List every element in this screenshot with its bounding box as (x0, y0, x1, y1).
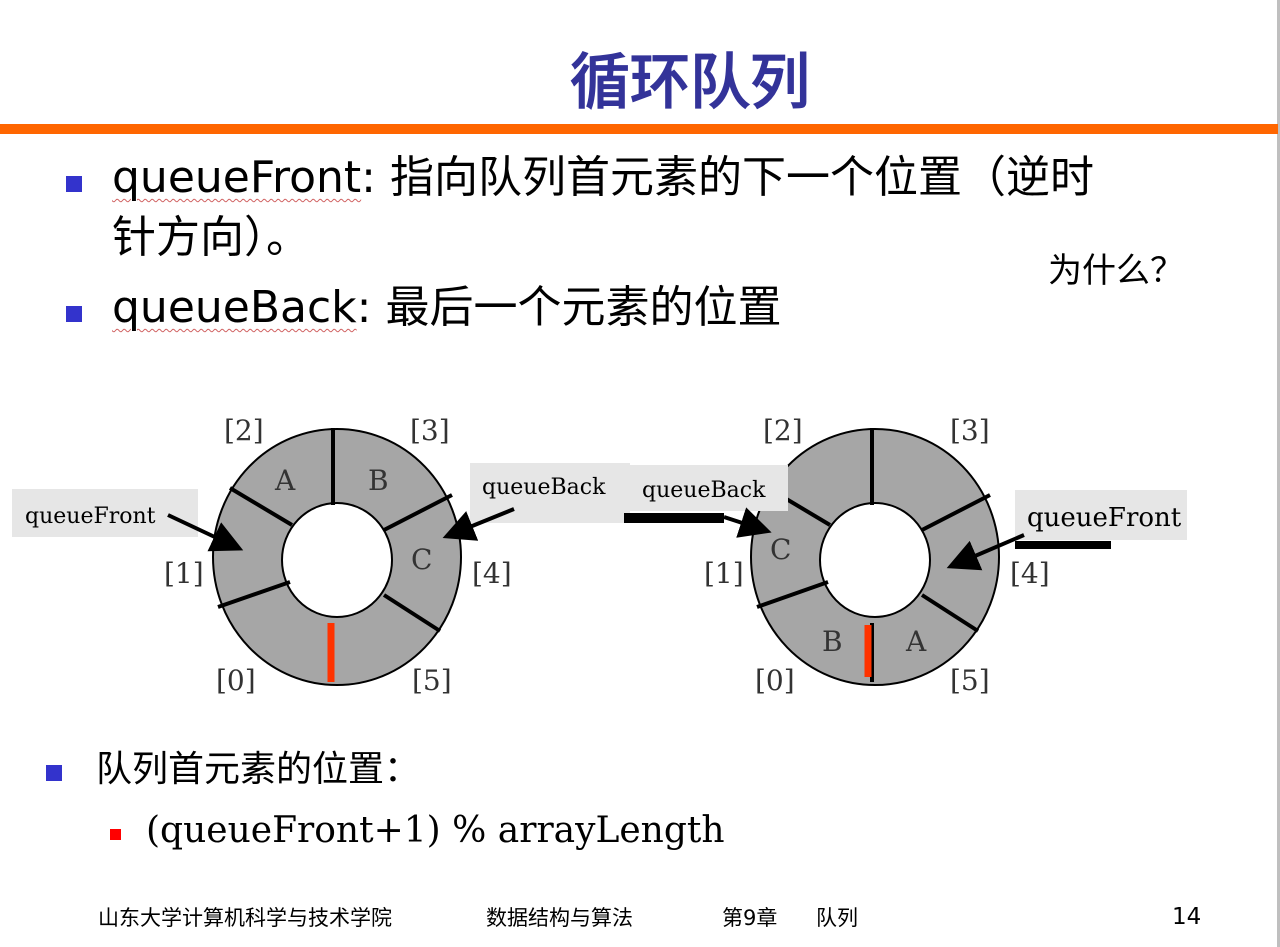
left-back-label-box (470, 463, 630, 523)
right-front-label: queueFront (1027, 503, 1182, 533)
left-front-label: queueFront (25, 504, 156, 529)
left-index-2: [2] (224, 414, 264, 447)
footer-chapter: 第9章 (722, 906, 778, 930)
keyword-queue-front: queueFront (112, 152, 362, 203)
bullet-marker (66, 176, 82, 192)
right-front-pointer-bar (1015, 541, 1111, 549)
left-cell-a: A (274, 464, 296, 497)
left-circular-queue: A B C [0] [1] [2] [3] [4] [5] queueFront… (12, 414, 630, 697)
left-divider (228, 486, 294, 527)
circular-queue-diagram: A B C [0] [1] [2] [3] [4] [5] queueFront… (12, 414, 1187, 697)
right-index-1: [1] (704, 557, 744, 590)
right-index-4: [4] (1010, 557, 1050, 590)
bullet-queue-back: queueBack: 最后一个元素的位置 (112, 280, 782, 336)
left-divider (383, 493, 453, 532)
right-index-0: [0] (755, 664, 795, 697)
right-front-arrow (946, 533, 1025, 571)
right-ring-hole (819, 502, 931, 618)
right-index-2: [2] (763, 414, 803, 447)
left-index-4: [4] (472, 557, 512, 590)
lower-bullet: 队列首元素的位置： (96, 749, 421, 790)
left-back-label: queueBack (482, 475, 606, 500)
left-ring-hole (281, 502, 393, 618)
bullet-text: 最后一个元素的位置 (371, 282, 782, 333)
right-circular-queue: C B A [0] [1] [2] [3] [4] [5] queueBack … (624, 414, 1187, 697)
bullet-text: 指向队列首元素的下一个位置（逆时 (375, 152, 1094, 203)
right-index-5: [5] (950, 664, 990, 697)
bullet-queue-front-continuation: 针方向）。 (112, 212, 310, 263)
side-note-why: 为什么？ (1048, 251, 1184, 291)
footer-course: 数据结构与算法 (486, 906, 633, 930)
bullet-separator: : (361, 152, 376, 203)
page-number: 14 (1172, 904, 1202, 930)
left-index-0: [0] (216, 664, 256, 697)
right-cell-a: A (905, 625, 927, 658)
left-front-label-box (12, 489, 198, 537)
left-index-3: [3] (410, 414, 450, 447)
left-index-5: [5] (412, 664, 452, 697)
bullet-separator: : (356, 282, 372, 333)
left-index-1: [1] (164, 557, 204, 590)
right-back-arrow (723, 507, 772, 538)
bullet-marker (46, 765, 62, 781)
footer-school: 山东大学计算机科学与技术学院 (98, 906, 392, 930)
slide-title: 循环队列 (570, 48, 810, 118)
footer-topic: 队列 (816, 906, 858, 930)
right-index-3: [3] (950, 414, 990, 447)
right-cell-c: C (770, 533, 791, 566)
bullet-marker (66, 306, 82, 322)
left-cell-c: C (411, 543, 432, 576)
right-divider (920, 593, 980, 633)
left-cell-b: B (368, 464, 389, 497)
slide-edge (1277, 0, 1280, 947)
right-back-label-box (630, 465, 788, 511)
lower-sub-bullet: (queueFront+1) % arrayLength (146, 810, 725, 851)
right-front-label-box (1015, 490, 1187, 540)
title-underline-bar (0, 124, 1278, 134)
sub-bullet-marker (110, 829, 121, 840)
right-back-label: queueBack (642, 478, 766, 503)
right-divider (921, 493, 991, 532)
right-back-pointer-bar (624, 513, 724, 523)
left-back-arrow (442, 507, 515, 541)
left-divider (382, 593, 442, 633)
bullet-queue-front: queueFront: 指向队列首元素的下一个位置（逆时 (112, 150, 1094, 206)
left-front-arrow (167, 513, 244, 552)
left-divider (217, 580, 291, 609)
right-divider (756, 580, 829, 609)
keyword-queue-back: queueBack (112, 282, 357, 333)
right-cell-b: B (822, 625, 843, 658)
